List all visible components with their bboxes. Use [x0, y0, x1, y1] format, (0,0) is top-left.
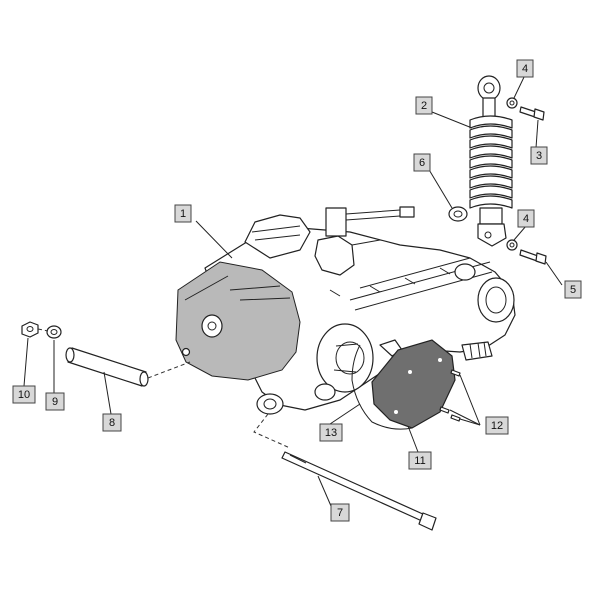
callout-4-lower: 4	[517, 209, 535, 228]
assembly-guide-lines	[37, 328, 291, 449]
nut	[21, 321, 39, 338]
lower-washer	[506, 239, 518, 251]
callout-2-text: 2	[421, 100, 427, 112]
callout-6: 6	[413, 153, 431, 172]
sleeve-tube	[65, 347, 149, 387]
callout-8-text: 8	[109, 417, 115, 429]
callout-3-text: 3	[536, 150, 542, 162]
callout-10-text: 10	[18, 389, 30, 401]
callout-13-text: 13	[325, 427, 337, 439]
callout-3: 3	[530, 146, 548, 165]
callout-6-text: 6	[419, 157, 425, 169]
engine-side-cover	[175, 261, 301, 381]
shock-spring	[469, 115, 513, 209]
shock-absorber	[469, 75, 513, 247]
callout-5-text: 5	[570, 284, 576, 296]
callout-2: 2	[415, 96, 433, 115]
gear-cover	[371, 339, 456, 429]
callout-7-text: 7	[337, 507, 343, 519]
callout-1-text: 1	[180, 208, 186, 220]
callout-4-upper: 4	[516, 59, 534, 78]
upper-bolt	[519, 106, 545, 121]
callout-4-lower-text: 4	[523, 213, 529, 225]
callout-8: 8	[102, 413, 122, 432]
callout-13: 13	[319, 423, 343, 442]
callout-9: 9	[45, 392, 65, 411]
callout-12-text: 12	[491, 420, 503, 432]
flat-washer	[46, 325, 62, 339]
upper-washer	[506, 97, 518, 109]
callout-1: 1	[174, 204, 192, 223]
callout-10: 10	[12, 385, 36, 404]
cover-screws	[439, 369, 461, 422]
lower-bolt	[519, 249, 547, 265]
long-through-bolt	[281, 451, 437, 531]
callout-11-text: 11	[414, 455, 425, 467]
callout-12: 12	[485, 416, 509, 435]
callout-11: 11	[408, 451, 432, 470]
callout-9-text: 9	[52, 396, 58, 408]
callout-7: 7	[330, 503, 350, 522]
callout-4-upper-text: 4	[522, 63, 528, 75]
rubber-bush	[448, 206, 468, 222]
leader-lines	[23, 74, 563, 507]
callout-5: 5	[564, 280, 582, 299]
